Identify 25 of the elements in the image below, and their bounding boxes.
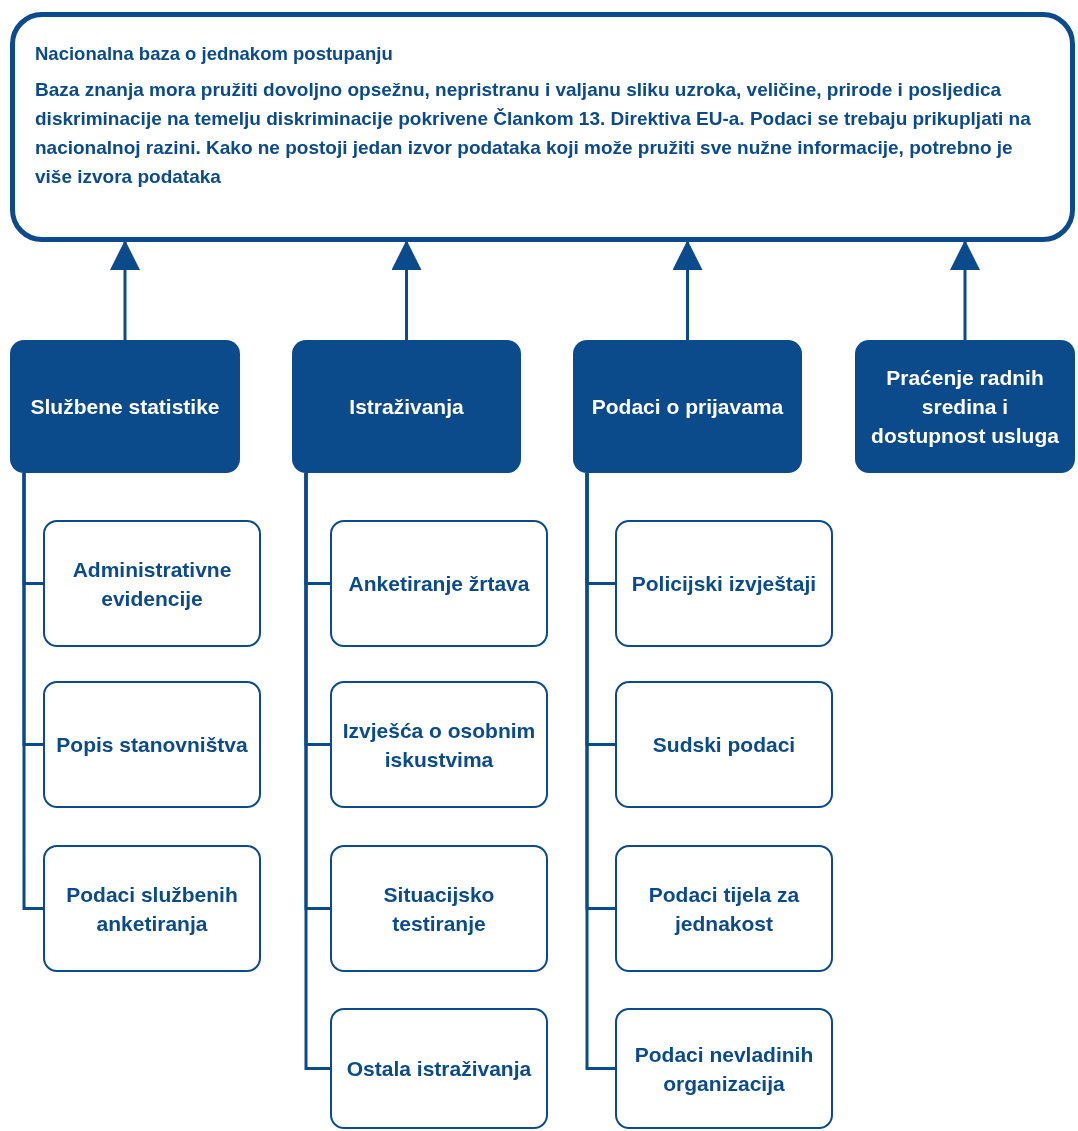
arrow (110, 240, 140, 340)
arrow (672, 240, 703, 340)
category-box: Praćenje radnih sredina i dostupnost usluga (855, 340, 1075, 473)
source-box: Situacijsko testiranje (330, 845, 548, 972)
source-box: Popis stanovništva (43, 681, 261, 808)
source-box: Policijski izvještaji (615, 520, 833, 647)
source-box: Ostala istraživanja (330, 1008, 548, 1129)
connector-line (22, 473, 43, 910)
source-box: Podaci službenih anketiranja (43, 845, 261, 972)
category-box: Istraživanja (292, 340, 521, 473)
summary-box (10, 12, 1075, 242)
source-box: Sudski podaci (615, 681, 833, 808)
connector-line (304, 473, 330, 1070)
category-box: Podaci o prijavama (573, 340, 802, 473)
source-box: Administrativne evidencije (43, 520, 261, 647)
heading-text: Nacionalna baza o jednakom postupanju (35, 43, 393, 65)
source-box: Podaci tijela za jednakost (615, 845, 833, 972)
connector-line (585, 473, 615, 1070)
arrow (950, 240, 980, 340)
source-box: Anketiranje žrtava (330, 520, 548, 647)
description-text: Baza znanja mora pružiti dovoljno opsežnu, nepristranu i valjanu sliku uzroka, veličine, prirode i posljedica diskriminacije na temelju diskriminacije pokrivene Člankom 13. Direktiva EU-a. Podaci se trebaju prikupljati na nacionalnoj razini. Kako ne postoji jedan izvor podataka koji može pružiti sve nužne informacije, potrebno je više izvora podataka (35, 78, 1032, 189)
category-box: Službene statistike (10, 340, 240, 473)
source-box: Podaci nevladinih organizacija (615, 1008, 833, 1129)
arrow (391, 240, 422, 340)
source-box: Izvješća o osobnim iskustvima (330, 681, 548, 808)
